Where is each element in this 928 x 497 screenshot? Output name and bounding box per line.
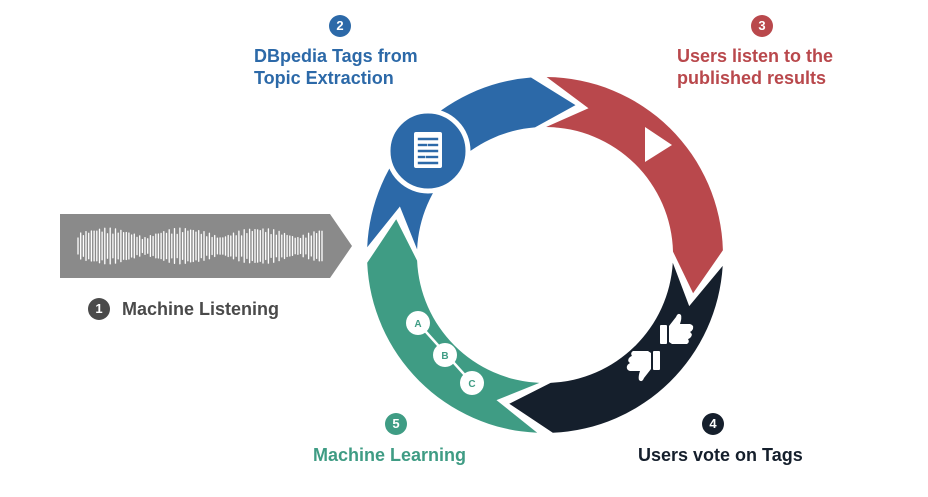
- ring-segment-red: [546, 77, 723, 294]
- waveform-icon: [77, 227, 323, 265]
- step-2-number: 2: [329, 15, 351, 37]
- step-5-number: 5: [385, 413, 407, 435]
- step-5-label: Machine Learning: [313, 445, 467, 465]
- step-2-label: DBpedia Tags from Topic Extraction: [254, 45, 418, 89]
- step-3-label-line2: published results: [677, 68, 827, 88]
- step-1-number: 1: [88, 298, 110, 320]
- cycle-ring: [367, 77, 723, 433]
- abc-nodes-icon: A B C: [406, 311, 484, 395]
- ring-segment-navy: [509, 262, 723, 433]
- step-3-label-line1: Users listen to the: [677, 46, 834, 66]
- node-a: A: [406, 311, 430, 335]
- svg-text:A: A: [414, 319, 421, 330]
- step-3-label: Users listen to the published results: [677, 45, 833, 89]
- step-4-label: Users vote on Tags: [638, 445, 803, 465]
- node-c: C: [460, 371, 484, 395]
- ring-segment-green: [367, 219, 540, 433]
- step-2-label-line2: Topic Extraction: [254, 68, 394, 88]
- step-2-label-line1: DBpedia Tags from: [254, 46, 418, 66]
- svg-text:C: C: [468, 379, 475, 390]
- ring-segment-blue: [367, 77, 576, 250]
- thumbs-up-icon: [660, 313, 694, 344]
- step-4-number: 4: [702, 413, 724, 435]
- document-badge: [385, 108, 471, 194]
- step-3-number: 3: [751, 15, 773, 37]
- step-1-label: Machine Listening: [122, 299, 280, 319]
- thumbs-down-icon: [626, 351, 660, 382]
- document-icon: [414, 132, 442, 168]
- svg-text:B: B: [441, 351, 448, 362]
- waveform-arrow: [60, 214, 352, 278]
- play-icon: [645, 127, 672, 162]
- node-b: B: [433, 343, 457, 367]
